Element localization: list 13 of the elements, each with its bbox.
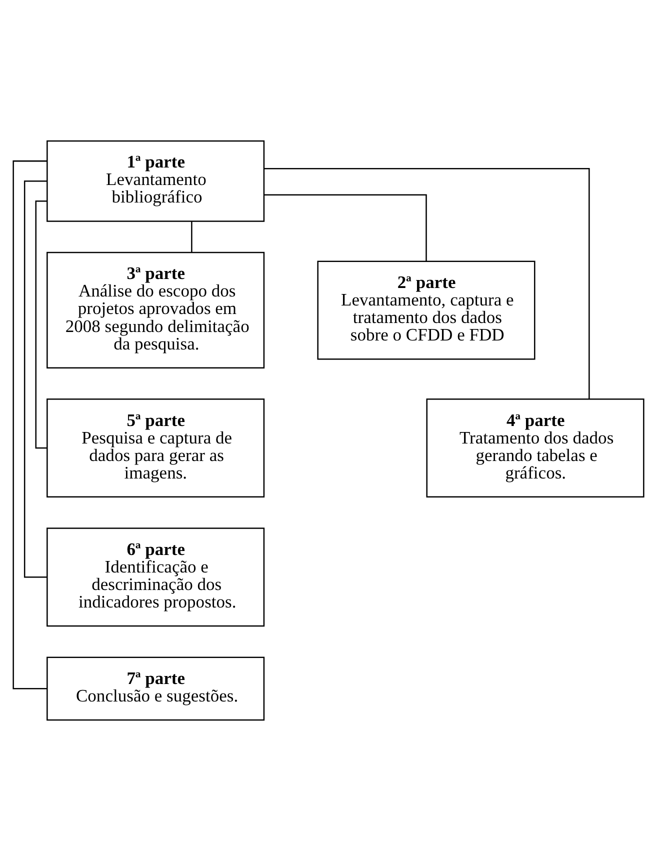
connector	[264, 167, 590, 399]
connector	[264, 194, 427, 261]
node-box: 6ª parte Identificação e descriminação dos indicadores propostos.	[46, 527, 265, 626]
node-box: 5ª parte Pesquisa e captura de dados para gerar as imagens.	[46, 398, 265, 498]
node-box: 3ª parte Análise do escopo dos projetos aprovados em 2008 segundo delimitação da pesquisa.	[46, 251, 265, 368]
connector	[191, 220, 192, 252]
node-box: 7ª parte Conclusão e sugestões.	[46, 656, 265, 720]
node-box: 4ª parte Tratamento dos dados gerando tabelas e gráficos.	[426, 398, 644, 498]
node-box: 1ª parte Levantamento bibliográfico	[46, 140, 265, 222]
node-box: 2ª parte Levantamento, captura e tratamento dos dados sobre o CFDD e FDD	[317, 260, 536, 360]
connector	[12, 160, 48, 689]
connector	[24, 180, 47, 578]
connector	[35, 200, 47, 448]
